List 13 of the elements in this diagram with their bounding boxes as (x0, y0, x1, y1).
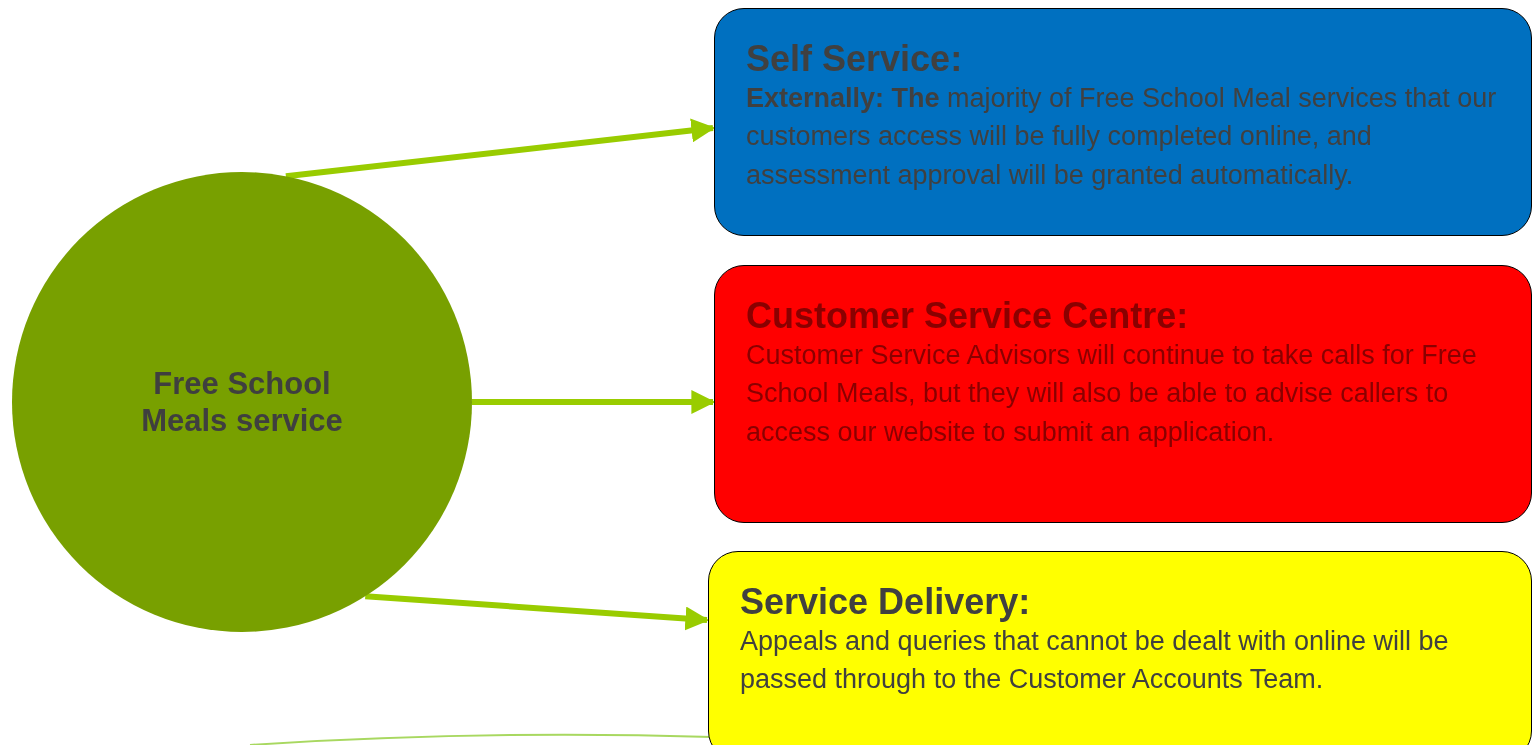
info-card (708, 551, 1532, 745)
card-text: Customer Service Advisors will continue to take calls for Free School Meals, but they will also be able to advise callers to access our website to submit an application. (746, 338, 1478, 449)
circle-label: Free School Meals service (140, 364, 344, 440)
card-heading: Customer Service Centre: (746, 296, 1190, 336)
card-heading: Self Service: (746, 39, 964, 79)
card-text: Appeals and queries that cannot be dealt with online will be passed through to the Customer Accounts Team. (740, 624, 1450, 697)
card-text: Externally: The majority of Free School Meal services that our customers access will be fully completed online, and assessment approval will be granted automatically. (746, 81, 1498, 192)
info-card (714, 8, 1532, 236)
info-card (714, 265, 1532, 523)
arrow (285, 118, 716, 180)
card-heading: Service Delivery: (740, 582, 1032, 622)
arrow (365, 593, 710, 631)
arrow (472, 390, 716, 414)
